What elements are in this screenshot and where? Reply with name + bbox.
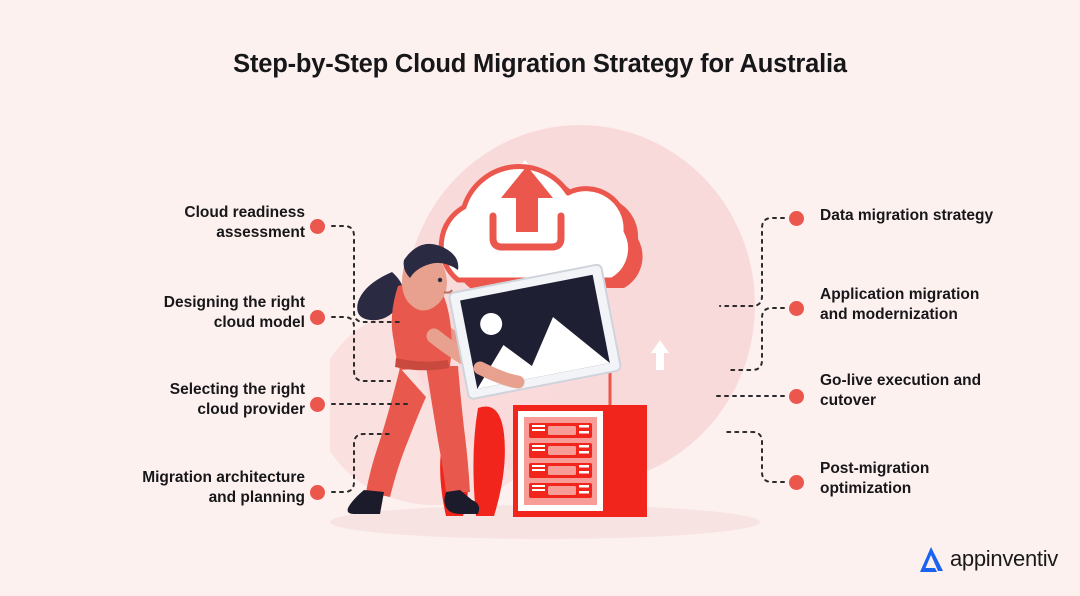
step-line-2: cloud model [213,314,305,332]
step-label-go-live-execution-and-cutover[interactable]: Go-live execution and cutover [820,371,1070,412]
cloud-migration-illustration [317,120,760,540]
step-line-1: Go-live execution and [820,372,982,389]
connector-dot-right-3[interactable] [789,389,804,404]
connector-dot-right-2[interactable] [789,301,804,316]
step-label-selecting-the-right-cloud-provider[interactable]: Selecting the right cloud provider [45,380,305,421]
server-units [529,423,592,498]
person-carrying-frame [347,243,622,514]
step-line-1: Migration architecture [142,469,305,486]
connector-dot-left-4[interactable] [310,485,325,500]
steps-left-column: Cloud readiness assessment Designing the… [20,0,305,596]
shoe-left [347,490,384,514]
step-label-migration-architecture-and-planning[interactable]: Migration architecture and planning [45,468,305,509]
steps-right-column: Data migration strategy Application migr… [820,0,1070,596]
photo-frame [448,263,622,400]
step-line-2: cutover [820,392,876,410]
connector-right-2 [727,307,785,371]
server-rack [440,405,647,517]
connector-right-4 [723,431,785,483]
step-line-1: Cloud readiness [184,204,305,221]
step-line-2: optimization [820,480,912,498]
connector-dot-right-1[interactable] [789,211,804,226]
step-line-1: Post-migration [820,460,930,477]
appinventiv-a-mark [920,547,943,572]
mouth [443,289,453,294]
step-line-2: and modernization [820,306,958,324]
floor-shadow [330,505,760,539]
shoe-right [444,490,480,514]
upload-arrow-glyph [489,166,565,251]
connector-left-4 [331,433,391,493]
logo-wordmark: appinventiv [950,546,1058,571]
step-line-2: cloud provider [197,401,305,419]
step-label-application-migration-and-modernization[interactable]: Application migration and modernization [820,285,1070,326]
page-title: Step-by-Step Cloud Migration Strategy fo… [233,50,847,78]
hair-ponytail [357,272,404,321]
step-label-data-migration-strategy[interactable]: Data migration strategy [820,206,1070,226]
connector-dot-left-3[interactable] [310,397,325,412]
step-label-cloud-readiness-assessment[interactable]: Cloud readiness assessment [45,203,305,244]
cloud-upload-icon [438,164,643,288]
step-line-2: and planning [208,489,305,507]
connector-left-2 [331,316,391,382]
step-line-1: Application migration [820,286,980,303]
connector-dot-left-1[interactable] [310,219,325,234]
step-label-post-migration-optimization[interactable]: Post-migration optimization [820,459,1070,500]
connector-left-1 [331,225,403,323]
connector-dot-right-4[interactable] [789,475,804,490]
eye [437,277,443,283]
step-line-2: assessment [216,224,305,242]
connector-dot-left-2[interactable] [310,310,325,325]
step-label-designing-the-right-cloud-model[interactable]: Designing the right cloud model [45,293,305,334]
hair-top [403,243,459,278]
appinventiv-logo[interactable]: appinventiv [916,544,1058,574]
step-line-1: Data migration strategy [820,207,994,224]
step-line-1: Selecting the right [169,381,305,398]
connector-right-1 [719,217,785,307]
step-line-1: Designing the right [163,294,305,311]
hand [473,361,525,389]
